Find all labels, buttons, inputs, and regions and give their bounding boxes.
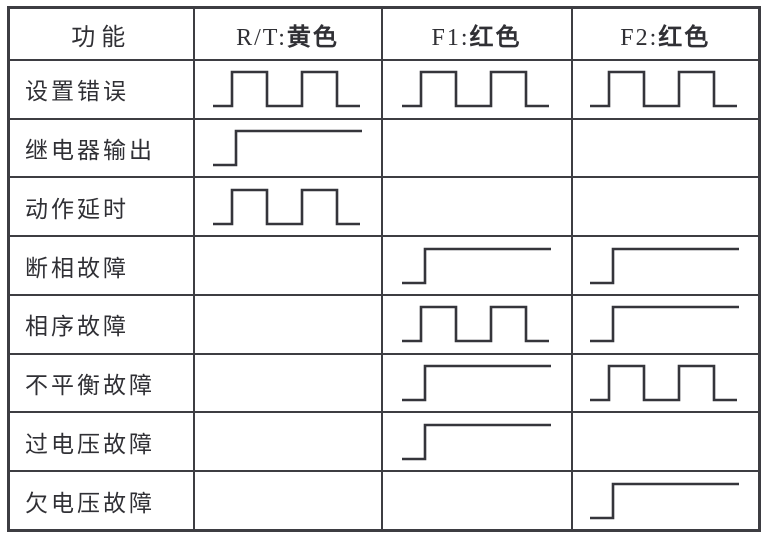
table-row: 继电器输出 xyxy=(7,117,761,179)
column-header-f1: F1:红色 xyxy=(380,6,573,61)
function-label: 动作延时 xyxy=(7,176,195,238)
signal-table-body: 设置错误继电器输出动作延时断相故障相序故障不平衡故障过电压故障欠电压故障 xyxy=(7,59,761,532)
function-label: 欠电压故障 xyxy=(7,470,195,532)
waveform-cell-f2 xyxy=(570,470,761,532)
step-waveform xyxy=(212,129,362,167)
waveform-cell-rt xyxy=(192,293,383,355)
waveform-cell-f1 xyxy=(380,235,573,296)
waveform-cell-rt xyxy=(192,235,383,296)
function-label: 相序故障 xyxy=(7,293,195,355)
step-waveform xyxy=(401,247,551,284)
function-label: 不平衡故障 xyxy=(7,352,195,414)
table-row: 动作延时 xyxy=(7,176,761,238)
led-color-rt: 黄色 xyxy=(286,23,339,51)
waveform-cell-rt xyxy=(192,117,383,179)
waveform-cell-rt xyxy=(192,470,383,532)
table-row: 相序故障 xyxy=(7,293,761,355)
step-waveform xyxy=(401,364,551,402)
waveform-cell-f2 xyxy=(570,235,761,296)
column-header-f2: F2:红色 xyxy=(570,6,761,61)
waveform-cell-f1 xyxy=(380,117,573,179)
led-signal-table: 功能 R/T:黄色 F1:红色 F2:红色 设置错误继电器输出动作延时断相故障相… xyxy=(7,6,761,532)
waveform-cell-rt xyxy=(192,176,383,238)
table-row: 设置错误 xyxy=(7,59,761,120)
led-id-f1: F1: xyxy=(431,24,470,51)
waveform-cell-f2 xyxy=(570,293,761,355)
waveform-cell-f1 xyxy=(380,293,573,355)
waveform-cell-f2 xyxy=(570,352,761,414)
pulse-waveform xyxy=(401,71,549,108)
waveform-cell-f1 xyxy=(380,176,573,238)
pulse-waveform xyxy=(590,71,738,108)
column-header-function: 功能 xyxy=(7,6,195,61)
step-waveform xyxy=(401,423,551,460)
table-row: 断相故障 xyxy=(7,235,761,296)
waveform-cell-f2 xyxy=(570,117,761,179)
pulse-waveform xyxy=(401,305,549,343)
led-id-f2: F2: xyxy=(620,24,659,51)
led-color-f2: 红色 xyxy=(658,23,711,51)
step-waveform xyxy=(590,305,740,343)
function-label: 继电器输出 xyxy=(7,117,195,179)
waveform-cell-f1 xyxy=(380,411,573,473)
pulse-waveform xyxy=(590,364,738,402)
table-header: 功能 R/T:黄色 F1:红色 F2:红色 xyxy=(7,6,761,61)
waveform-cell-f1 xyxy=(380,470,573,532)
waveform-cell-f1 xyxy=(380,352,573,414)
column-header-rt: R/T:黄色 xyxy=(192,6,383,61)
table-row: 欠电压故障 xyxy=(7,470,761,532)
header-row: 功能 R/T:黄色 F1:红色 F2:红色 xyxy=(7,6,761,61)
step-waveform xyxy=(590,247,740,284)
waveform-cell-f2 xyxy=(570,59,761,120)
waveform-cell-f2 xyxy=(570,176,761,238)
table-row: 过电压故障 xyxy=(7,411,761,473)
table-row: 不平衡故障 xyxy=(7,352,761,414)
pulse-waveform xyxy=(212,71,360,108)
function-label: 断相故障 xyxy=(7,235,195,296)
waveform-cell-rt xyxy=(192,352,383,414)
waveform-cell-f1 xyxy=(380,59,573,120)
function-label: 过电压故障 xyxy=(7,411,195,473)
step-waveform xyxy=(590,482,740,519)
waveform-cell-rt xyxy=(192,59,383,120)
waveform-cell-f2 xyxy=(570,411,761,473)
function-label: 设置错误 xyxy=(7,59,195,120)
led-id-rt: R/T: xyxy=(236,24,287,51)
pulse-waveform xyxy=(212,188,360,226)
waveform-cell-rt xyxy=(192,411,383,473)
led-color-f1: 红色 xyxy=(469,23,522,51)
